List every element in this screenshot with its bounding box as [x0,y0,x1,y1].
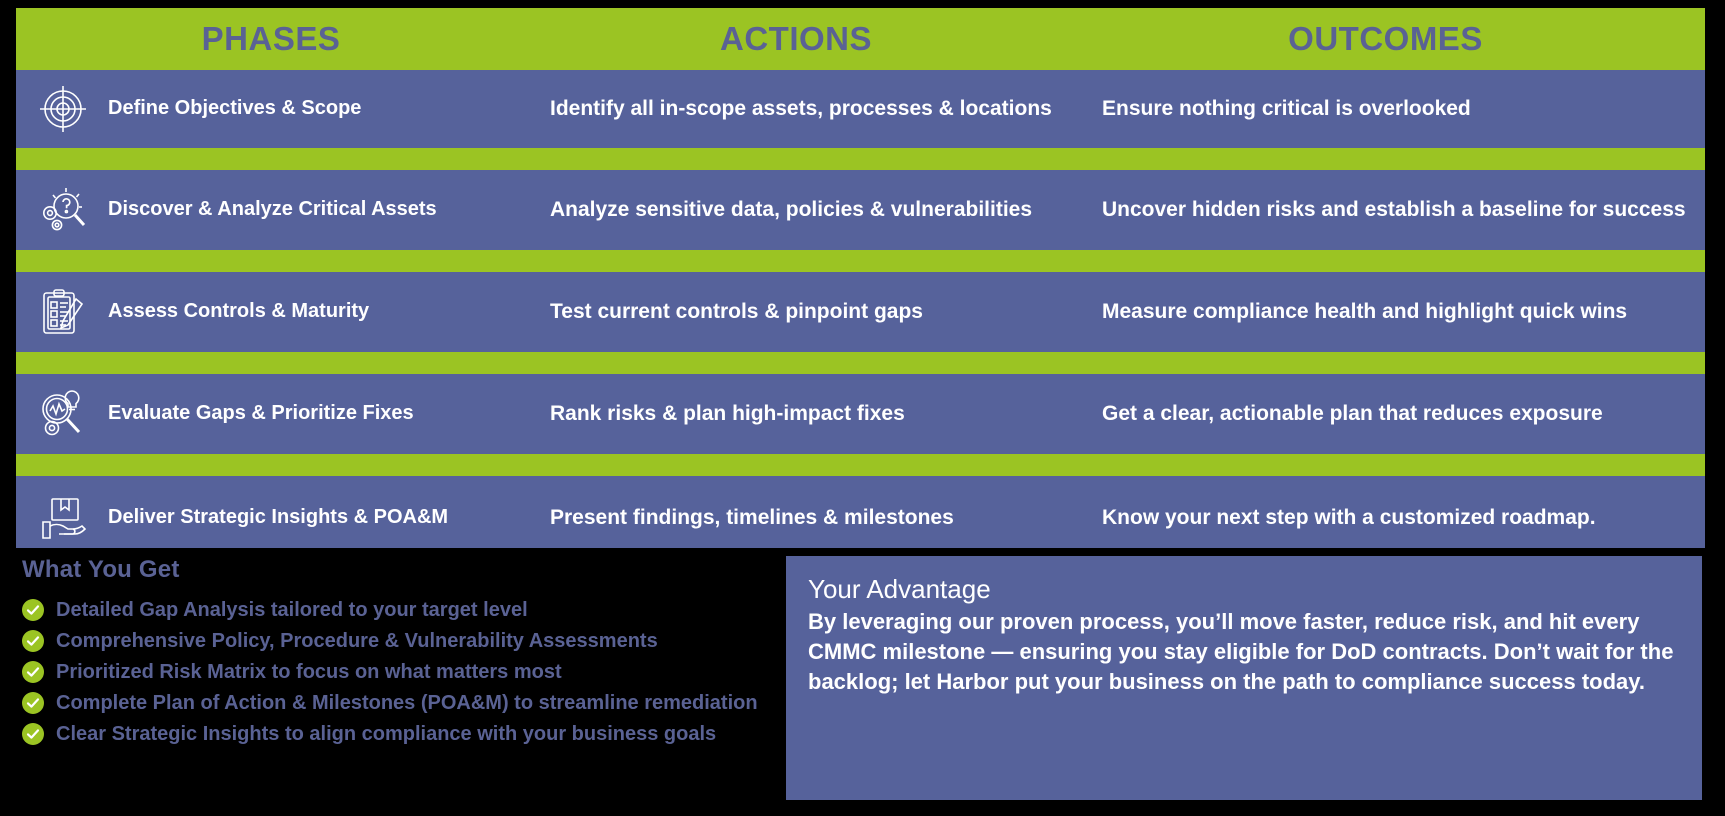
magnifier-chart-bulb-icon [34,385,92,443]
list-item-label: Comprehensive Policy, Procedure & Vulner… [56,629,658,652]
check-icon [22,598,44,621]
list-item: Detailed Gap Analysis tailored to your t… [22,594,762,625]
table-row[interactable]: Evaluate Gaps & Prioritize Fixes Rank ri… [16,374,1705,454]
list-item-label: Complete Plan of Action & Milestones (PO… [56,691,758,714]
action-cell: Rank risks & plan high-impact fixes [550,401,905,425]
action-cell: Analyze sensitive data, policies & vulne… [550,197,1033,221]
row-divider [16,352,1705,374]
list-item: Comprehensive Policy, Procedure & Vulner… [22,625,762,656]
table-row[interactable]: Discover & Analyze Critical Assets Analy… [16,170,1705,250]
phase-cell: Evaluate Gaps & Prioritize Fixes [16,385,526,443]
table-header-row: PHASES ACTIONS OUTCOMES [16,8,1705,70]
phase-cell: Deliver Strategic Insights & POA&M [16,489,526,547]
row-divider [16,250,1705,272]
list-item: Complete Plan of Action & Milestones (PO… [22,687,762,718]
phase-label: Evaluate Gaps & Prioritize Fixes [108,402,414,425]
list-item-label: Detailed Gap Analysis tailored to your t… [56,598,528,621]
phase-label: Deliver Strategic Insights & POA&M [108,506,449,529]
phase-label: Discover & Analyze Critical Assets [108,198,437,221]
your-advantage-panel: Your Advantage By leveraging our proven … [786,556,1702,800]
phase-cell: Assess Controls & Maturity [16,283,526,341]
magnifier-question-gears-icon [34,181,92,239]
your-advantage-body: By leveraging our proven process, you’ll… [808,609,1674,694]
hand-holding-box-icon [34,489,92,547]
column-header-outcomes: OUTCOMES [1288,20,1483,57]
list-item: Clear Strategic Insights to align compli… [22,718,762,749]
phase-cell: Define Objectives & Scope [16,80,526,138]
what-you-get-list: Detailed Gap Analysis tailored to your t… [22,594,762,749]
outcome-cell: Uncover hidden risks and establish a bas… [1102,197,1686,221]
row-divider [16,148,1705,170]
column-header-phases: PHASES [201,20,341,57]
phase-cell: Discover & Analyze Critical Assets [16,181,526,239]
column-header-actions: ACTIONS [720,20,872,57]
bottom-section: What You Get Detailed Gap Analysis tailo… [0,548,1725,816]
table-row[interactable]: Deliver Strategic Insights & POA&M Prese… [16,476,1705,560]
table-row[interactable]: Define Objectives & Scope Identify all i… [16,70,1705,148]
outcome-cell: Ensure nothing critical is overlooked [1102,96,1471,120]
what-you-get-panel: What You Get Detailed Gap Analysis tailo… [22,556,762,749]
process-table: PHASES ACTIONS OUTCOMES Define Objective… [16,8,1705,560]
check-icon [22,722,44,745]
what-you-get-title: What You Get [22,556,180,583]
check-icon [22,691,44,714]
check-icon [22,629,44,652]
outcome-cell: Measure compliance health and highlight … [1102,299,1628,323]
table-row[interactable]: Assess Controls & Maturity Test current … [16,272,1705,352]
list-item-label: Prioritized Risk Matrix to focus on what… [56,660,562,683]
list-item: Prioritized Risk Matrix to focus on what… [22,656,762,687]
action-cell: Test current controls & pinpoint gaps [550,299,923,323]
list-item-label: Clear Strategic Insights to align compli… [56,722,717,745]
action-cell: Identify all in-scope assets, processes … [550,96,1052,120]
your-advantage-title: Your Advantage [808,574,991,604]
check-icon [22,660,44,683]
outcome-cell: Get a clear, actionable plan that reduce… [1102,401,1603,425]
row-divider [16,454,1705,476]
target-icon [34,80,92,138]
phase-label: Assess Controls & Maturity [108,300,370,323]
action-cell: Present findings, timelines & milestones [550,505,954,529]
clipboard-checklist-pencil-icon [34,283,92,341]
phase-label: Define Objectives & Scope [108,97,362,120]
outcome-cell: Know your next step with a customized ro… [1102,505,1596,529]
